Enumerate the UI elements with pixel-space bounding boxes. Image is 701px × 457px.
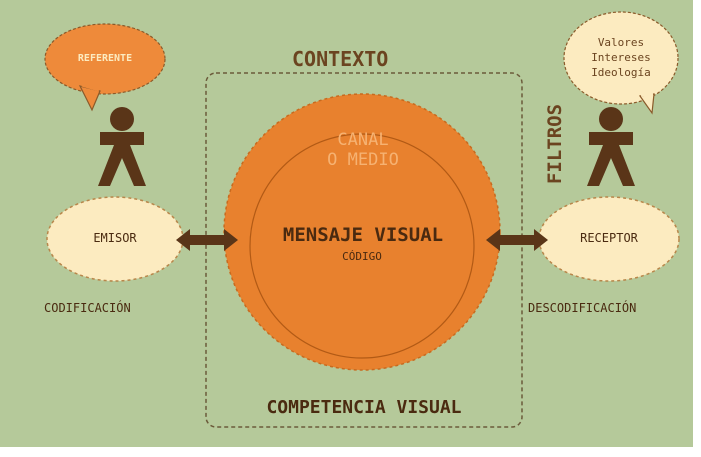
bottom-margin [0, 447, 701, 457]
competence-label: COMPETENCIA VISUAL [266, 397, 462, 418]
message-code: CÓDIGO [342, 250, 382, 263]
right-double-arrow [486, 229, 548, 251]
decoding-caption: DESCODIFICACIÓN [528, 301, 637, 315]
filters-label: FILTROS [544, 103, 566, 185]
receiver-values: Valores [597, 36, 645, 49]
receiver-ideology: Ideología [591, 66, 651, 79]
receiver-interests: Intereses [591, 51, 651, 64]
channel-label-line1: CANAL [337, 130, 389, 150]
sender-figure [98, 107, 146, 186]
receiver-speech-bubble [563, 11, 679, 115]
referent-label: REFERENTE [77, 53, 133, 64]
sender-speech-bubble [44, 23, 166, 112]
message-circle [249, 133, 475, 359]
receiver-figure [587, 107, 635, 186]
receiver-label: RECEPTOR [580, 231, 638, 245]
message-title: MENSAJE VISUAL [282, 224, 444, 246]
receiver-ellipse [538, 196, 680, 282]
encoding-caption: CODIFICACIÓN [44, 301, 131, 315]
right-margin [693, 0, 701, 457]
context-box [205, 72, 523, 428]
sender-label: EMISOR [93, 231, 137, 245]
left-double-arrow [176, 229, 238, 251]
context-label: CONTEXTO [292, 47, 389, 71]
channel-label-line2: O MEDIO [327, 150, 399, 170]
